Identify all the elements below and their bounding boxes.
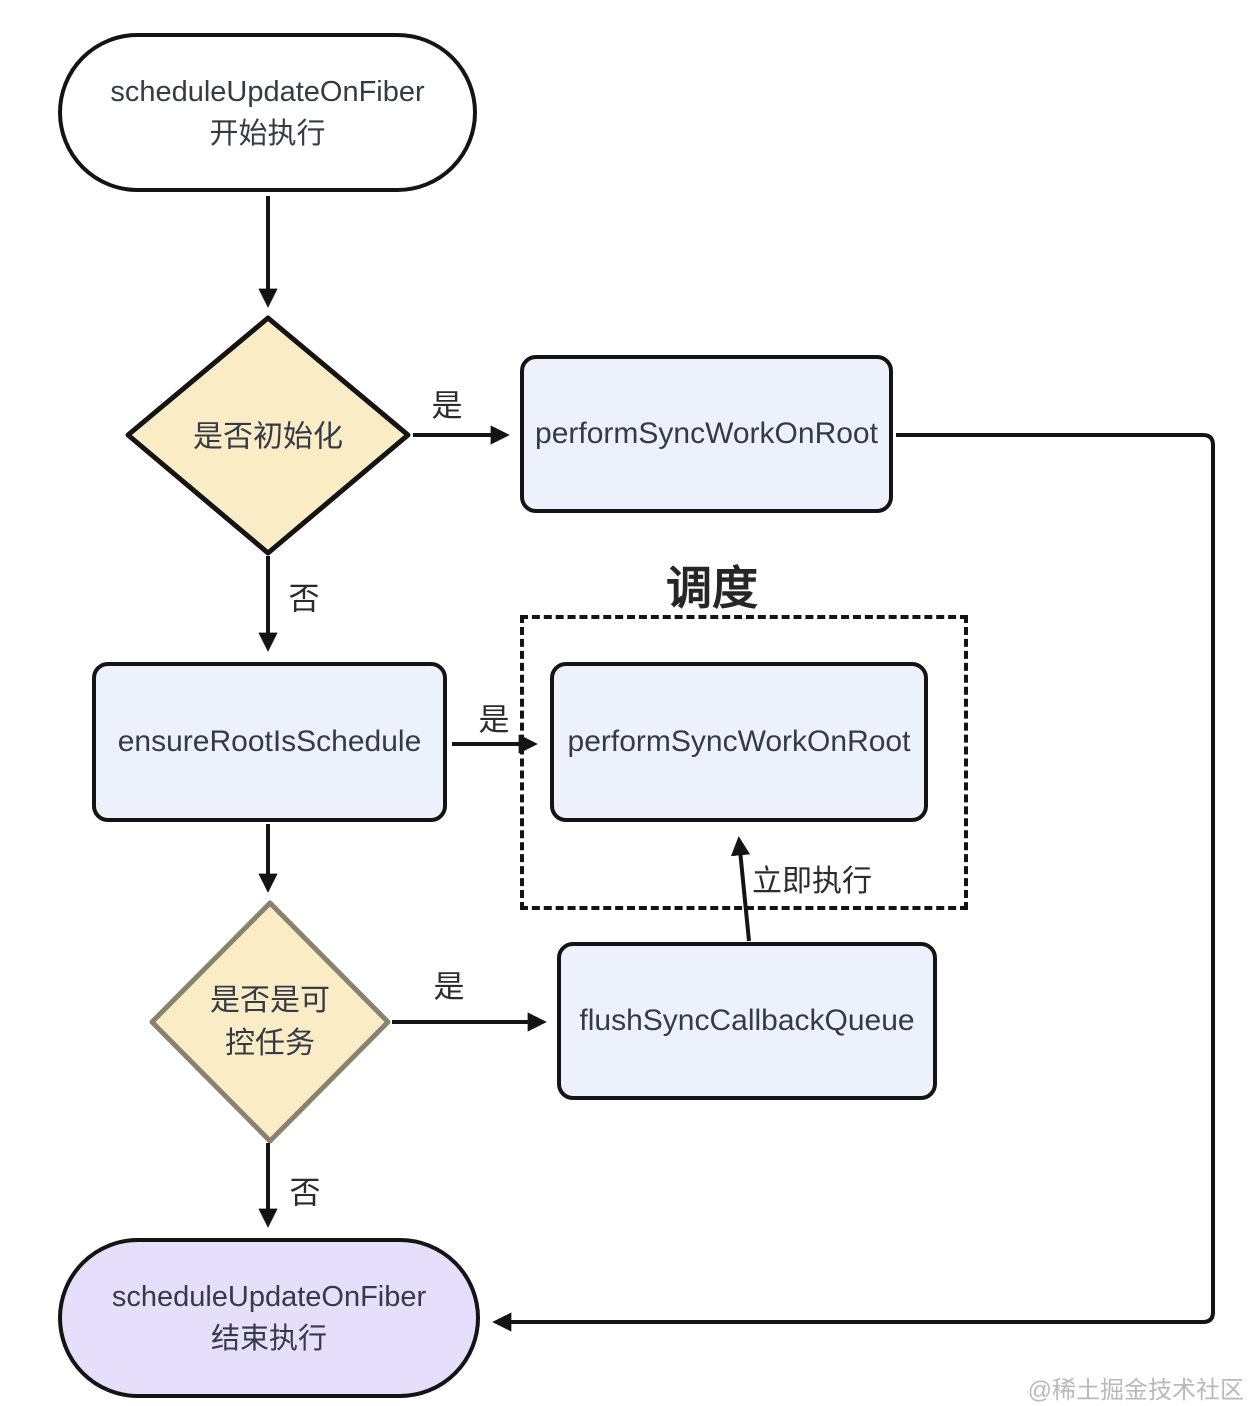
edge-label-immediate: 立即执行 xyxy=(752,865,872,898)
node-end: scheduleUpdateOnFiber 结束执行 xyxy=(58,1238,480,1398)
diamond-controllable-line2: 控任务 xyxy=(225,1027,315,1060)
diamond-init-label: 是否初始化 xyxy=(193,420,343,454)
node-start-line1: scheduleUpdateOnFiber xyxy=(110,75,425,108)
diamond-controllable-label: 是否是可 控任务 xyxy=(210,979,330,1065)
edge-label-init-yes: 是 xyxy=(431,388,463,424)
node-perform-sync-top: performSyncWorkOnRoot xyxy=(520,355,893,513)
edge-label-controllable-yes: 是 xyxy=(433,969,465,1005)
node-flush-queue-label: flushSyncCallbackQueue xyxy=(579,1004,915,1037)
node-perform-sync-inner: performSyncWorkOnRoot xyxy=(550,662,928,822)
watermark: @稀土掘金技术社区 xyxy=(1027,1377,1244,1404)
node-flush-queue: flushSyncCallbackQueue xyxy=(557,942,937,1100)
node-ensure-root-label: ensureRootIsSchedule xyxy=(117,725,422,758)
node-start: scheduleUpdateOnFiber 开始执行 xyxy=(58,33,477,192)
node-end-line2: 结束执行 xyxy=(210,1323,327,1355)
edge-label-init-no: 否 xyxy=(288,581,320,617)
node-end-line1: scheduleUpdateOnFiber xyxy=(111,1281,427,1313)
node-start-line2: 开始执行 xyxy=(209,117,326,150)
edge-label-controllable-no: 否 xyxy=(289,1175,321,1211)
scheduling-group-title: 调度 xyxy=(666,562,758,614)
node-perform-sync-top-label: performSyncWorkOnRoot xyxy=(535,417,878,450)
edge-label-ensure-yes: 是 xyxy=(478,702,510,738)
diamond-controllable-line1: 是否是可 xyxy=(210,984,330,1017)
node-perform-sync-inner-label: performSyncWorkOnRoot xyxy=(567,725,911,758)
node-ensure-root: ensureRootIsSchedule xyxy=(92,662,447,822)
